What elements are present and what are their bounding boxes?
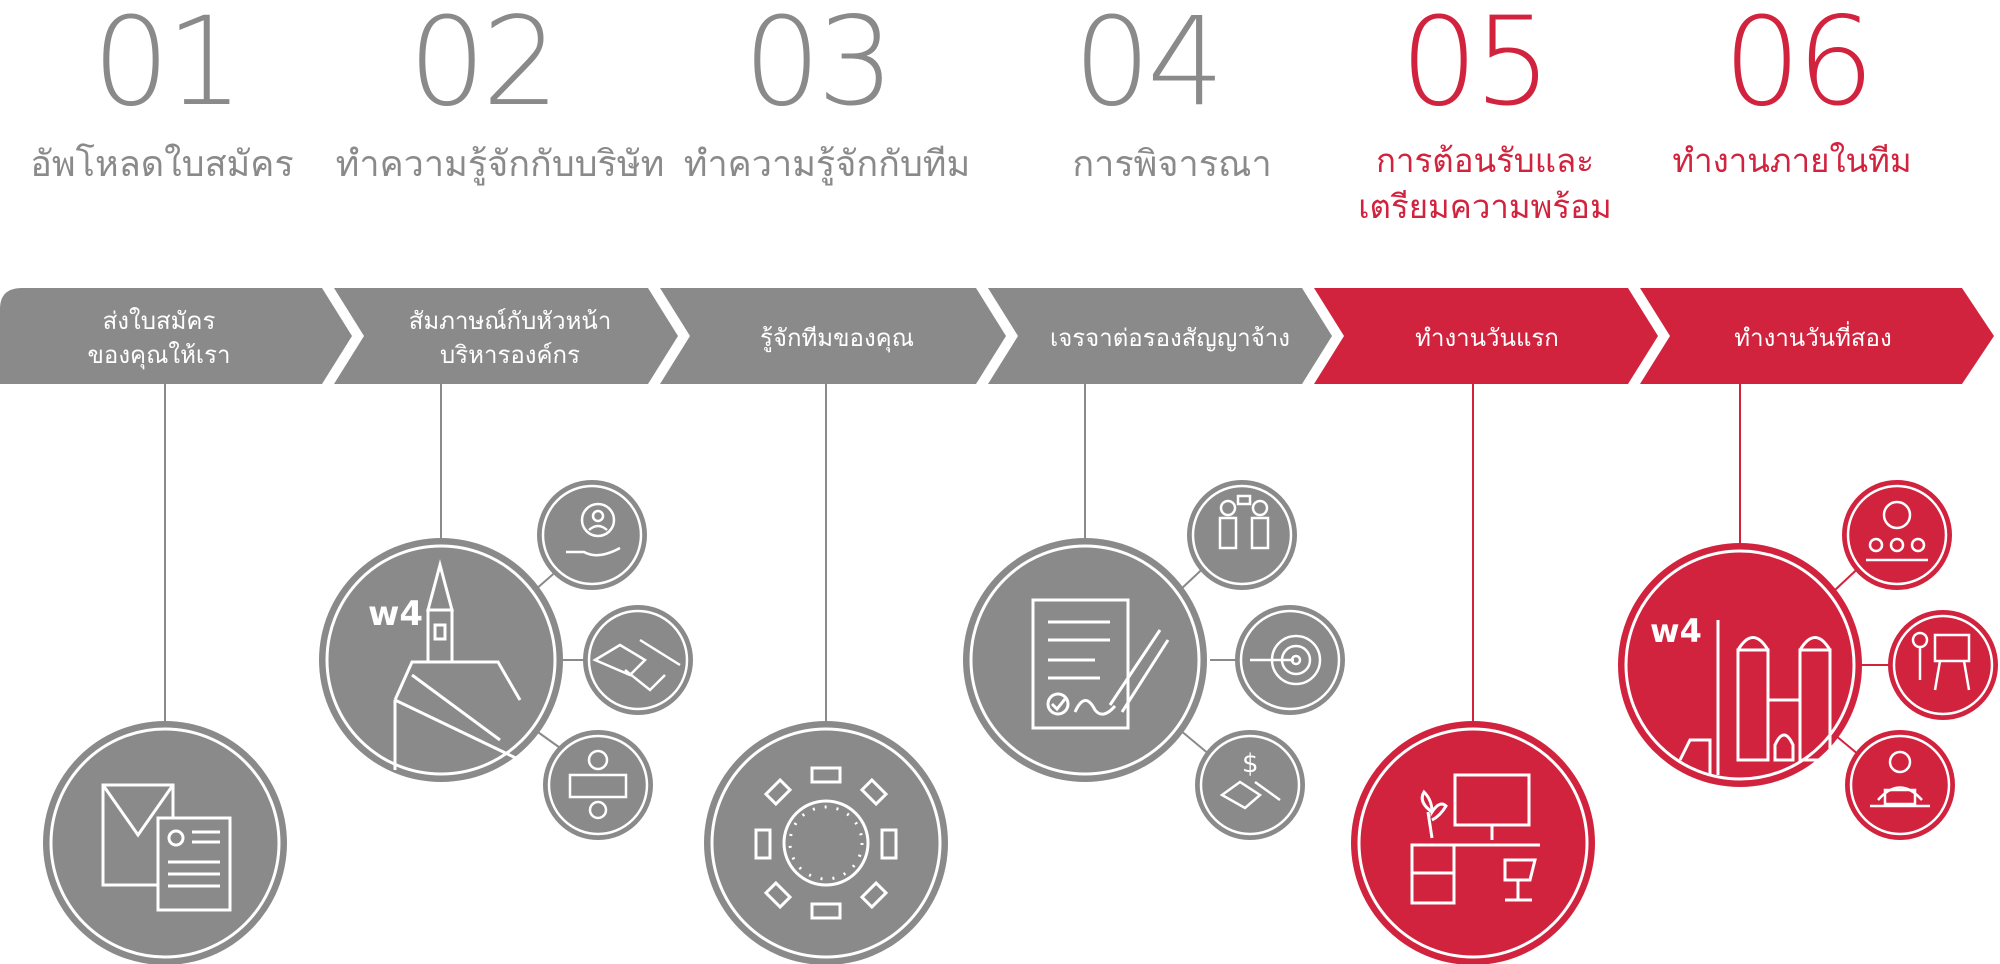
arrow-label-02: สัมภาษณ์กับหัวหน้า บริหารองค์กร bbox=[408, 307, 612, 369]
step-title-03: ทำความรู้จักกับทีม bbox=[683, 144, 971, 185]
step-number-01: 01 bbox=[92, 0, 243, 133]
contract-signing-icon bbox=[963, 538, 1207, 782]
deal-handshake-dollar-icon: $ bbox=[1195, 730, 1305, 840]
step-number-03: 03 bbox=[743, 0, 894, 133]
step-title-04: การพิจารณา bbox=[1072, 144, 1272, 185]
two-people-talking-icon bbox=[1187, 480, 1297, 590]
arrow-band bbox=[0, 288, 1994, 384]
company-church-building-icon: w4 bbox=[319, 538, 563, 782]
office-desk-computer-icon bbox=[1351, 721, 1595, 964]
svg-text:$: $ bbox=[1242, 749, 1259, 779]
step-title-05: การต้อนรับและ เตรียมความพร้อม bbox=[1358, 141, 1612, 226]
arrow-step-01 bbox=[0, 288, 352, 384]
arrow-step-05 bbox=[1314, 288, 1658, 384]
step-number-05: 05 bbox=[1400, 0, 1551, 133]
hand-person-icon bbox=[537, 480, 647, 590]
step-number-04: 04 bbox=[1073, 0, 1224, 133]
presentation-icon bbox=[1888, 610, 1998, 720]
envelope-resume-icon bbox=[43, 721, 287, 964]
arrow-step-02 bbox=[334, 288, 678, 384]
arrow-label-03: รู้จักทีมของคุณ bbox=[760, 324, 914, 352]
arrow-step-06 bbox=[1640, 288, 1994, 384]
step-title-06: ทำงานภายในทีม bbox=[1672, 141, 1912, 180]
round-table-team-icon bbox=[704, 721, 948, 964]
arrow-label-06: ทำงานวันที่สอง bbox=[1734, 324, 1892, 352]
arrow-label-04: เจรจาต่อรองสัญญาจ้าง bbox=[1050, 324, 1290, 352]
meeting-desk-icon bbox=[543, 730, 653, 840]
step-number-02: 02 bbox=[408, 0, 559, 133]
person-laptop-icon bbox=[1845, 730, 1955, 840]
arrow-step-03 bbox=[660, 288, 1006, 384]
svg-text:w4: w4 bbox=[1650, 612, 1702, 650]
step-title-02: ทำความรู้จักกับบริษัท bbox=[335, 144, 665, 185]
step-title-01: อัพโหลดใบสมัคร bbox=[30, 144, 294, 185]
city-cathedral-icon: w4 bbox=[1618, 543, 1862, 787]
handshake-icon bbox=[583, 605, 693, 715]
arrow-step-04 bbox=[988, 288, 1332, 384]
arrow-label-01: ส่งใบสมัคร ของคุณให้เรา bbox=[87, 307, 231, 369]
step-number-06: 06 bbox=[1723, 0, 1874, 133]
target-icon bbox=[1235, 605, 1345, 715]
arrow-label-05: ทำงานวันแรก bbox=[1415, 324, 1559, 352]
svg-text:w4: w4 bbox=[368, 594, 423, 634]
brainstorm-team-icon bbox=[1842, 480, 1952, 590]
